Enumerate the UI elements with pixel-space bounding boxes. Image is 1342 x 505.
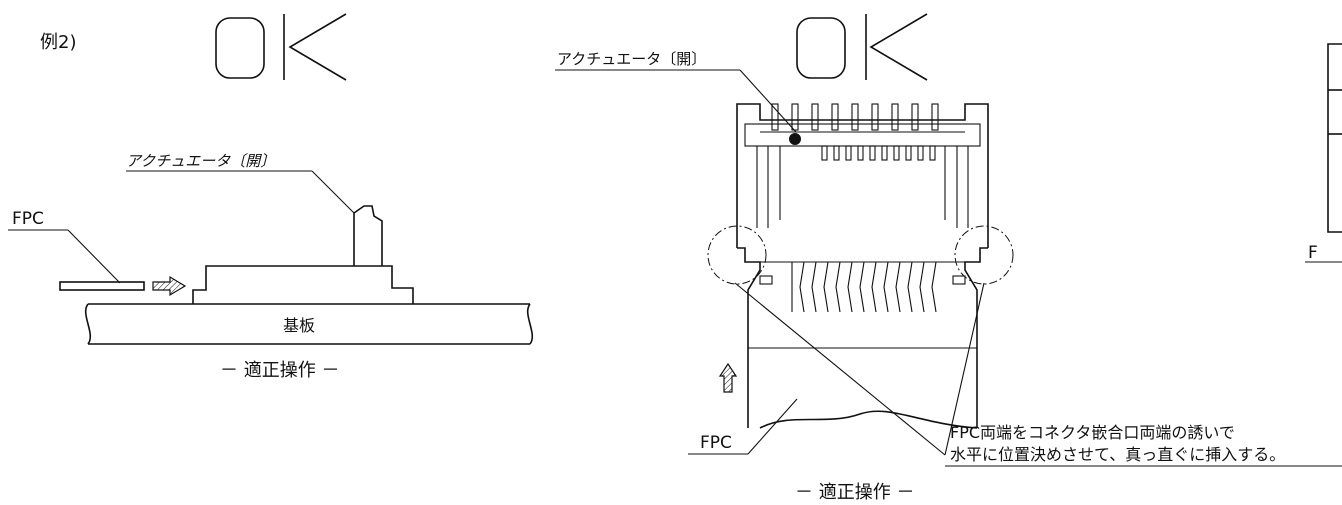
note-line-1: FPC両端をコネクタ嵌合口両端の誘いで xyxy=(950,423,1235,442)
board xyxy=(84,303,534,345)
leader-line xyxy=(311,170,355,214)
leader-line-center xyxy=(739,69,797,133)
connector-side-view xyxy=(192,205,414,304)
note-line-2: 水平に位置決めさせて、真っ直ぐに挿入する。 xyxy=(950,445,1285,464)
insert-arrow-up xyxy=(718,362,738,393)
actuator-label-left: アクチュエータ〔開〕 xyxy=(126,152,275,170)
fpc-label-left: FPC xyxy=(12,209,44,229)
guide-circle-left xyxy=(707,225,767,285)
fpc-strip-left xyxy=(59,281,145,291)
fpc-body-center xyxy=(747,312,978,429)
fpc-label-center: FPC xyxy=(700,433,732,453)
right-panel-frame xyxy=(1305,43,1342,263)
actuator-label-center: アクチュエータ〔開〕 xyxy=(557,50,706,68)
note-leader-right xyxy=(944,282,985,456)
note-leader-left xyxy=(734,282,946,456)
ok-mark-left xyxy=(215,13,347,81)
insert-arrow-right xyxy=(152,275,187,297)
example-label: 例2) xyxy=(40,32,76,53)
board-label: 基板 xyxy=(283,316,315,335)
fpc-label-right-partial: F xyxy=(1308,243,1318,263)
guide-circle-right xyxy=(954,225,1014,285)
caption-left: － 適正操作 － xyxy=(220,360,339,381)
ok-mark-center xyxy=(796,13,928,81)
connector-top-view xyxy=(736,103,989,313)
caption-center: － 適正操作 － xyxy=(795,482,914,503)
